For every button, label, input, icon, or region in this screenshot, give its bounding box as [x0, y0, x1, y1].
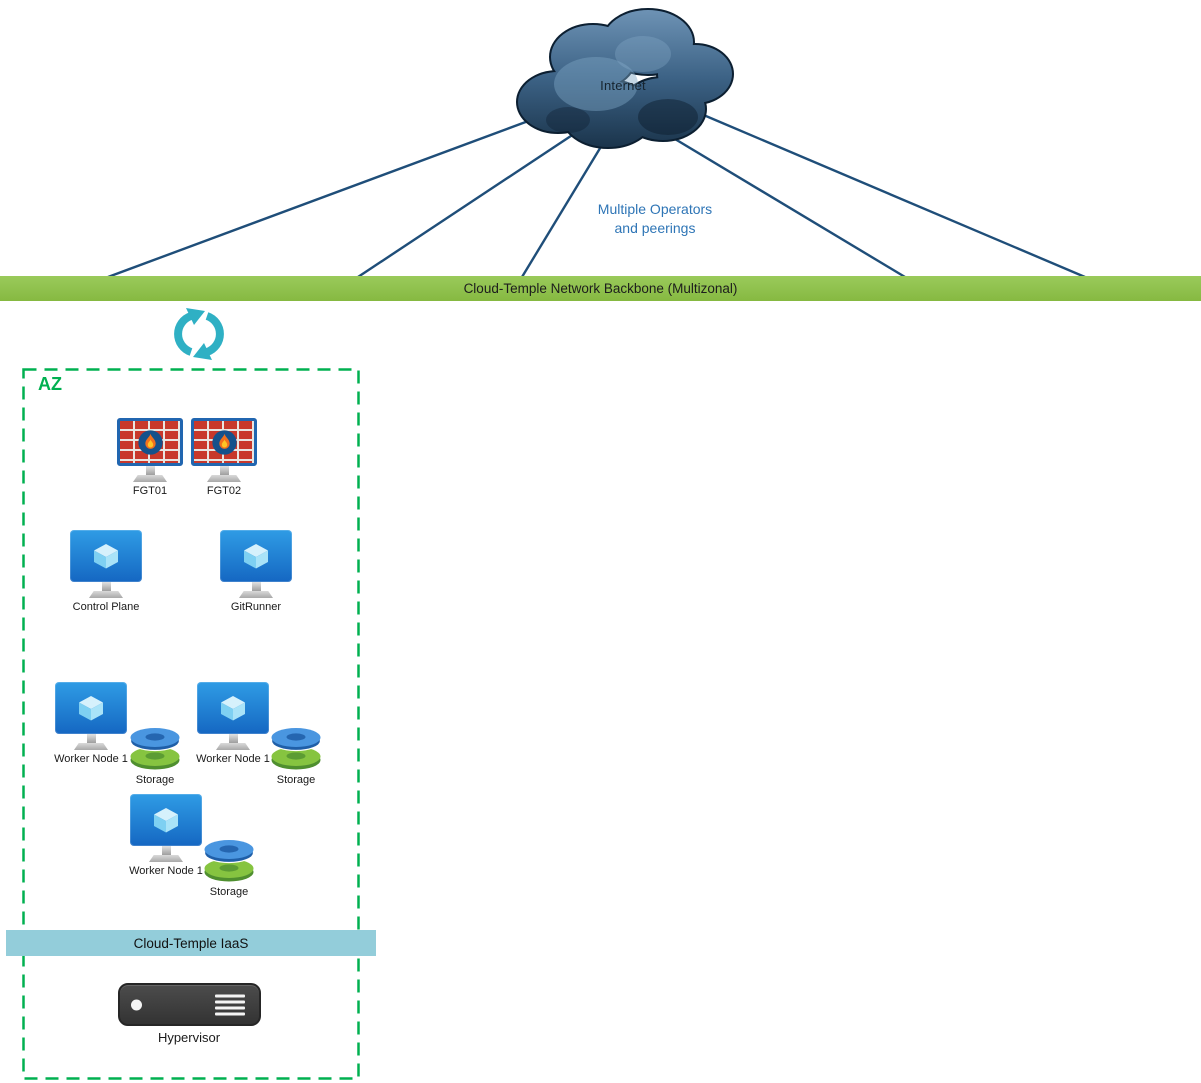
vm-screen: [220, 530, 292, 582]
storage-node-3: Storage: [189, 836, 269, 898]
backbone-label: Cloud-Temple Network Backbone (Multizona…: [463, 281, 738, 296]
storage-icon: [270, 728, 322, 770]
hypervisor-label: Hypervisor: [157, 1030, 221, 1045]
vm-node-gitrunner: GitRunner: [206, 530, 306, 613]
worker-node-3: Worker Node 1: [116, 794, 216, 877]
vm-screen: [70, 530, 142, 582]
firewall-node-1: FGT01: [110, 418, 190, 497]
monitor-base: [89, 591, 123, 598]
cloud-shape: [516, 8, 734, 149]
vm-screen: [197, 682, 269, 734]
firewall-flame-icon: [137, 429, 163, 455]
monitor-stand: [251, 582, 261, 591]
monitor-base: [216, 743, 250, 750]
vm-icon: [70, 530, 142, 598]
monitor-base: [207, 475, 241, 482]
worker-label: Worker Node 1: [196, 753, 270, 765]
vm-icon: [55, 682, 127, 750]
hypervisor-icon: [117, 983, 261, 1026]
sync-arrows-icon: [174, 308, 224, 360]
storage-label: Storage: [135, 774, 175, 786]
vm-cube-icon: [244, 544, 268, 569]
firewall-label: FGT01: [132, 485, 168, 497]
firewall-flame-icon: [211, 429, 237, 455]
storage-icon: [203, 840, 255, 882]
vm-label: Control Plane: [72, 601, 140, 613]
operators-caption: Multiple Operators and peerings: [555, 200, 755, 238]
vm-cube-icon: [79, 696, 103, 721]
worker-node-2: Worker Node 1: [183, 682, 283, 765]
hypervisor-power-led: [130, 999, 142, 1010]
az-dashed-border: [22, 368, 360, 1080]
worker-label: Worker Node 1: [54, 753, 128, 765]
storage-label: Storage: [276, 774, 316, 786]
monitor-stand: [219, 466, 229, 475]
vm-icon: [220, 530, 292, 598]
monitor-base: [74, 743, 108, 750]
az-label: AZ: [38, 374, 62, 394]
connector-lines: [107, 98, 1086, 279]
backbone-bar: Cloud-Temple Network Backbone (Multizona…: [0, 276, 1201, 301]
vm-cube-icon: [221, 696, 245, 721]
monitor-stand: [145, 466, 155, 475]
iaas-bar: Cloud-Temple IaaS: [6, 930, 376, 956]
vm-screen: [55, 682, 127, 734]
firewall-brick-screen: [117, 418, 183, 466]
vm-cube-icon: [154, 808, 178, 833]
vm-icon: [130, 794, 202, 862]
storage-icon: [129, 728, 181, 770]
firewall-icon: [117, 418, 183, 482]
vm-icon: [197, 682, 269, 750]
internet-cloud-icon: Internet: [508, 2, 738, 172]
internet-label: Internet: [600, 78, 646, 93]
monitor-stand: [101, 582, 111, 591]
hypervisor-node: Hypervisor: [109, 983, 269, 1045]
monitor-stand: [86, 734, 96, 743]
operators-caption-line2: and peerings: [614, 219, 696, 236]
firewall-node-2: FGT02: [184, 418, 264, 497]
storage-label: Storage: [209, 886, 249, 898]
vm-node-control-plane: Control Plane: [56, 530, 156, 613]
monitor-base: [239, 591, 273, 598]
vm-cube-icon: [94, 544, 118, 569]
worker-node-1: Worker Node 1: [41, 682, 141, 765]
storage-node-2: Storage: [256, 724, 336, 786]
iaas-label: Cloud-Temple IaaS: [133, 935, 249, 951]
firewall-label: FGT02: [206, 485, 242, 497]
hypervisor-vents-icon: [214, 994, 245, 1015]
monitor-base: [133, 475, 167, 482]
az-box: AZ FGT01: [6, 368, 376, 1080]
monitor-base: [149, 855, 183, 862]
firewall-brick-screen: [191, 418, 257, 466]
monitor-stand: [228, 734, 238, 743]
vm-label: GitRunner: [230, 601, 282, 613]
storage-node-1: Storage: [115, 724, 195, 786]
firewall-icon: [191, 418, 257, 482]
worker-label: Worker Node 1: [129, 865, 203, 877]
monitor-stand: [161, 846, 171, 855]
vm-screen: [130, 794, 202, 846]
operators-caption-line1: Multiple Operators: [597, 201, 713, 217]
